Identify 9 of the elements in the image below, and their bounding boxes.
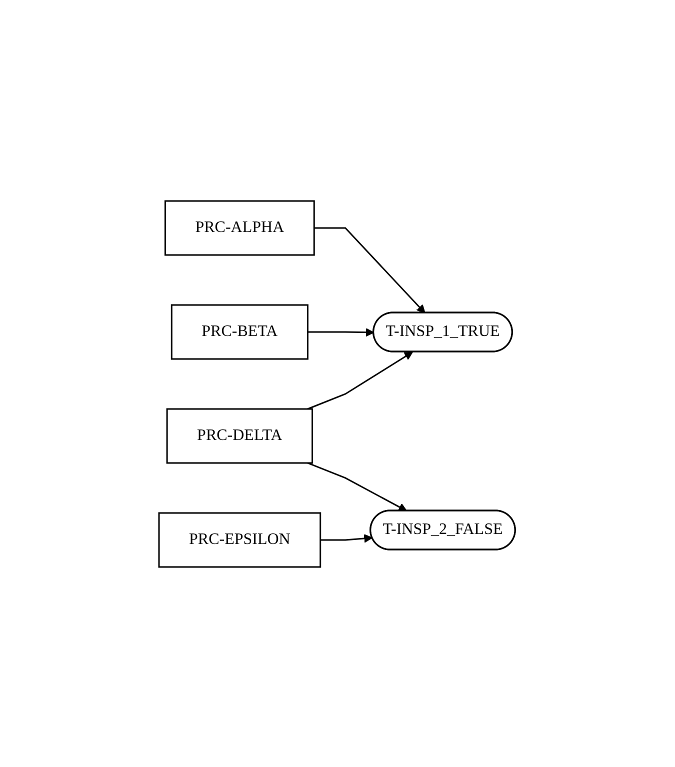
arrow [308,351,414,410]
node-box: PRC-DELTA [166,408,314,464]
node-box: PRC-BETA [171,304,309,360]
arrow [320,534,374,542]
node-box: PRC-EPSILON [158,512,322,568]
arrow [314,226,426,313]
arrow [308,462,408,511]
node-box: PRC-ALPHA [164,200,316,256]
arrow [308,327,375,336]
